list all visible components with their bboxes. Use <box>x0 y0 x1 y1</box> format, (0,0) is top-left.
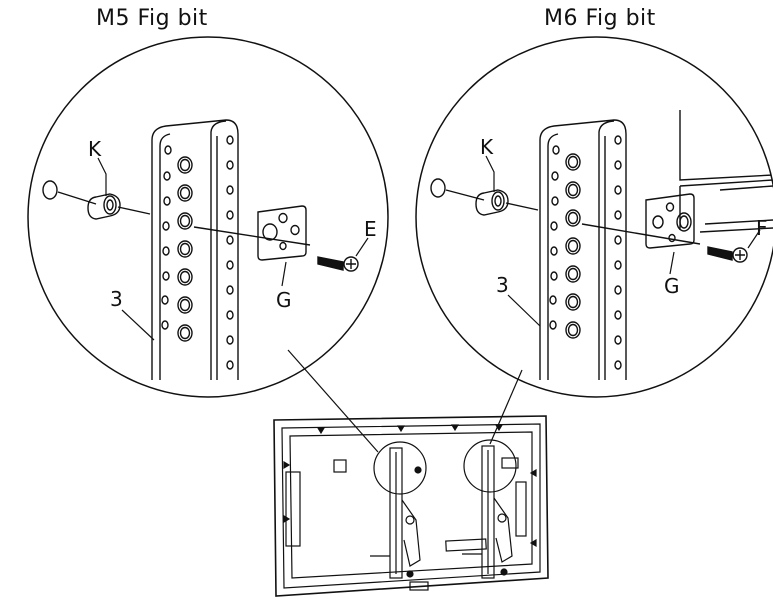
left-clip <box>333 459 347 473</box>
leader-g-left <box>281 261 287 287</box>
leader-k-right <box>485 155 495 192</box>
zoom-circle-right <box>463 439 517 493</box>
label-k-right: K <box>480 135 494 159</box>
upright-bracket-left <box>151 119 239 380</box>
face-holes-right <box>565 153 581 339</box>
frame-tabs <box>283 424 537 548</box>
label-g-left: G <box>276 288 292 312</box>
right-pad <box>515 481 527 537</box>
axis-line-right-b <box>505 202 539 211</box>
connector-line-right <box>489 369 523 445</box>
leader-3-left <box>121 309 155 341</box>
leader-3-right <box>507 294 541 327</box>
plate-g-right <box>645 193 695 249</box>
detail-circle-left: K 3 G E <box>27 36 389 398</box>
leader-f-right <box>747 229 761 249</box>
axis-line-left-b <box>117 206 151 215</box>
detail-circle-right: K 3 G F <box>415 36 773 398</box>
axis-line-left-c <box>193 226 311 246</box>
face-holes-left <box>177 156 193 342</box>
left-pad <box>285 471 301 547</box>
label-e-left: E <box>364 217 377 241</box>
label-k-left: K <box>88 137 102 161</box>
plate-g-left <box>257 205 307 261</box>
spacer-k-right <box>475 189 509 216</box>
side-holes-right <box>549 135 622 370</box>
bottom-tab <box>409 581 429 591</box>
label-f-right: F <box>756 216 768 240</box>
side-holes-left <box>161 135 234 370</box>
axis-line-right-c <box>581 223 701 245</box>
label-g-right: G <box>664 274 680 298</box>
label-3-right: 3 <box>496 273 509 297</box>
wall-hole-right <box>430 178 446 198</box>
mini-bracket-right <box>462 445 519 579</box>
title-m6: M6 Fig bit <box>544 6 656 31</box>
label-3-left: 3 <box>110 287 123 311</box>
screw-e-left <box>317 256 359 272</box>
leader-e-left <box>355 237 369 257</box>
wall-hole-left <box>42 180 58 200</box>
upright-bracket-right <box>539 119 627 380</box>
mini-bracket-left <box>370 447 422 579</box>
background-frame-right <box>679 110 773 233</box>
tv-back-overview <box>273 415 549 597</box>
leader-k-left <box>97 157 107 196</box>
center-label <box>445 538 487 552</box>
leader-g-right <box>669 251 675 275</box>
zoom-circle-left <box>373 441 427 495</box>
connector-line-left <box>287 349 379 453</box>
title-m5: M5 Fig bit <box>96 6 208 31</box>
axis-line-right-a <box>445 189 485 201</box>
spacer-k-left <box>87 193 121 220</box>
screw-f-right <box>707 246 748 263</box>
